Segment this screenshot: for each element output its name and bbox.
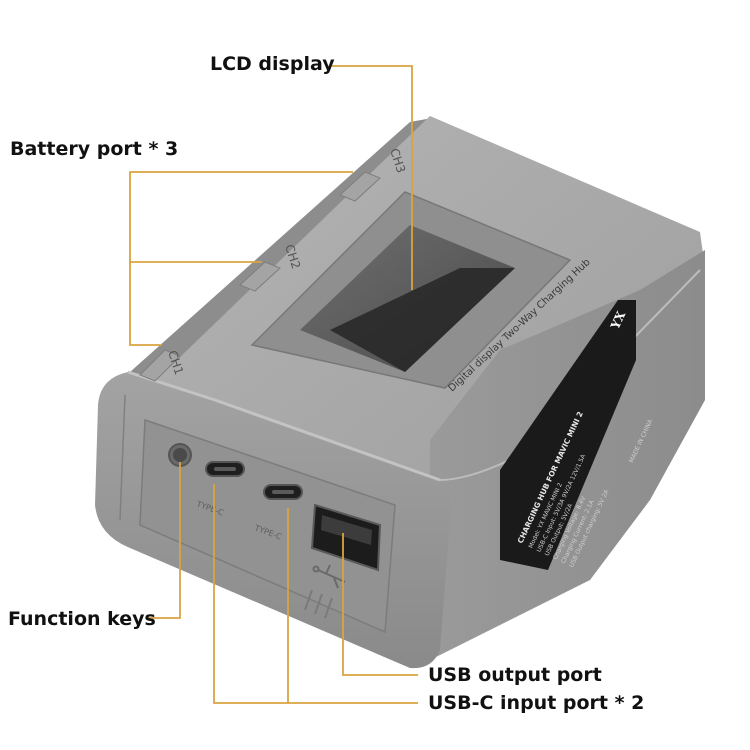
usb-symbol-icon <box>312 564 346 589</box>
leader-usbc <box>213 484 418 704</box>
battery-slot-ch1 <box>139 349 181 382</box>
leader-lines <box>129 65 418 704</box>
front-port-panel <box>139 418 396 634</box>
leader-function <box>145 462 181 619</box>
battery-slot-ch2 <box>239 261 281 292</box>
leader-usb-out <box>342 533 418 676</box>
callout-battery-port: Battery port * 3 <box>10 138 179 160</box>
bottom-vent-marks <box>304 589 333 619</box>
usb-a-port[interactable] <box>310 503 382 572</box>
battery-slot-ch3 <box>339 171 381 202</box>
callout-usb-output: USB output port <box>428 664 602 686</box>
lcd-reflection <box>330 268 515 372</box>
front-seam <box>119 394 126 521</box>
leader-battery <box>129 171 353 346</box>
usb-c-port-2[interactable] <box>263 484 303 500</box>
product-label: CHARGING HUB FOR MAVIC MINI 2 Model: YX … <box>500 300 655 570</box>
front-rim <box>127 370 441 482</box>
leader-lcd <box>332 65 413 290</box>
callout-usbc-input: USB-C input port * 2 <box>428 692 645 714</box>
callout-function-keys: Function keys <box>8 608 156 630</box>
callout-lcd-display: LCD display <box>210 53 335 75</box>
usb-c-port-1[interactable] <box>205 461 245 477</box>
label-plate <box>500 300 636 570</box>
battery-slot-ridges <box>139 171 381 382</box>
